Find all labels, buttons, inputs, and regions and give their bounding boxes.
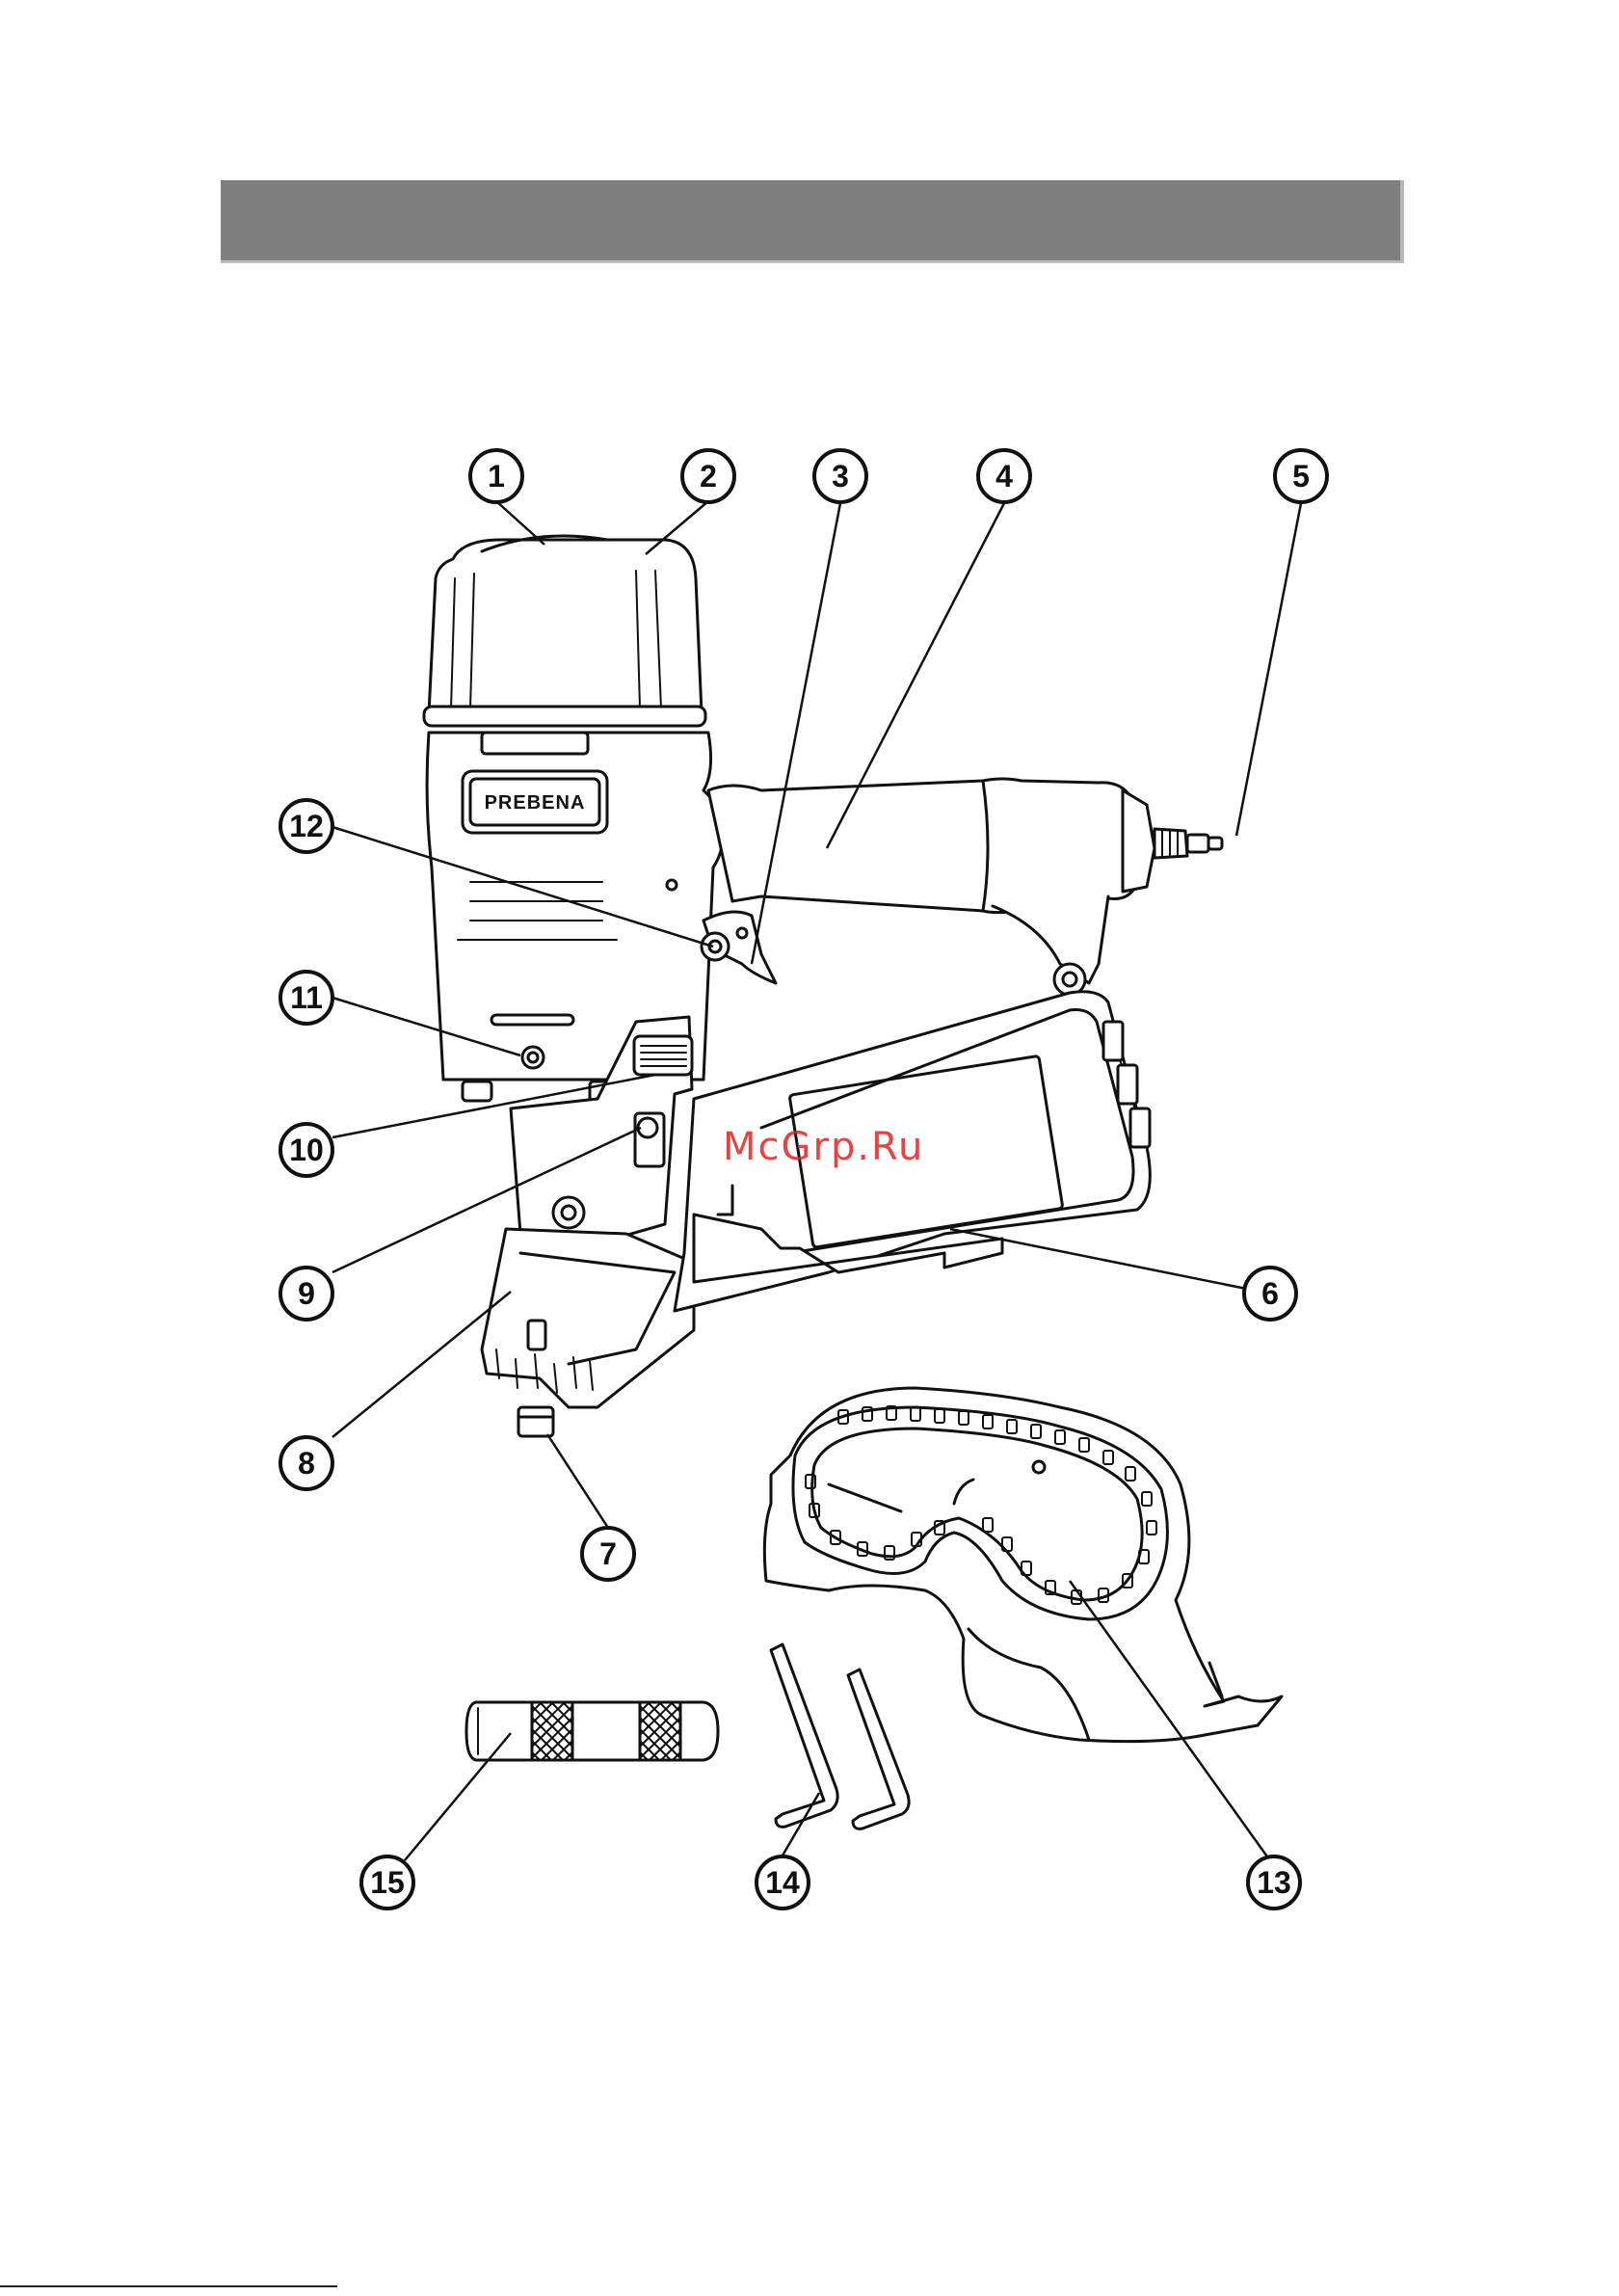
callout-label: 10 xyxy=(289,1133,324,1167)
callout-label: 14 xyxy=(765,1865,800,1900)
callout-label: 8 xyxy=(298,1446,315,1481)
callout-label: 2 xyxy=(700,459,717,494)
exhaust-screw-icon xyxy=(522,1047,544,1068)
callout-14: 14 xyxy=(756,1856,809,1909)
callout-13: 13 xyxy=(1248,1856,1300,1909)
callout-label: 3 xyxy=(832,459,849,494)
callout-10: 10 xyxy=(280,1124,332,1176)
brand-label: PREBENA xyxy=(485,792,586,814)
watermark: McGrp.Ru xyxy=(723,1125,924,1169)
callout-7: 7 xyxy=(582,1528,634,1580)
callout-11: 11 xyxy=(280,972,332,1024)
callout-label: 11 xyxy=(290,980,323,1015)
callout-3: 3 xyxy=(814,450,866,502)
callout-5: 5 xyxy=(1275,450,1327,502)
callout-label: 15 xyxy=(370,1865,405,1900)
hex-keys-illustration xyxy=(771,1644,909,1829)
callout-8: 8 xyxy=(280,1437,332,1489)
callout-4: 4 xyxy=(978,450,1030,502)
callout-label: 12 xyxy=(289,809,324,843)
callout-label: 7 xyxy=(599,1536,617,1571)
footer-rule xyxy=(0,2285,337,2287)
callout-15: 15 xyxy=(361,1856,413,1909)
safety-goggles-illustration xyxy=(764,1388,1282,1742)
coil-nailer-illustration: PREBENA xyxy=(424,536,1222,1436)
callout-2: 2 xyxy=(682,450,734,502)
callout-6: 6 xyxy=(1244,1268,1296,1320)
callout-9: 9 xyxy=(280,1268,332,1320)
cylinder-cap xyxy=(424,536,705,726)
callout-label: 5 xyxy=(1292,459,1310,494)
oil-pin-illustration xyxy=(466,1702,718,1760)
callout-label: 1 xyxy=(488,459,505,494)
safety-lock-icon xyxy=(702,933,729,960)
callout-label: 13 xyxy=(1257,1865,1291,1900)
callout-label: 9 xyxy=(298,1276,315,1311)
callout-label: 4 xyxy=(995,459,1013,494)
callout-12: 12 xyxy=(280,800,332,852)
callout-1: 1 xyxy=(470,450,522,502)
handle xyxy=(708,779,1222,995)
callout-label: 6 xyxy=(1261,1276,1279,1311)
